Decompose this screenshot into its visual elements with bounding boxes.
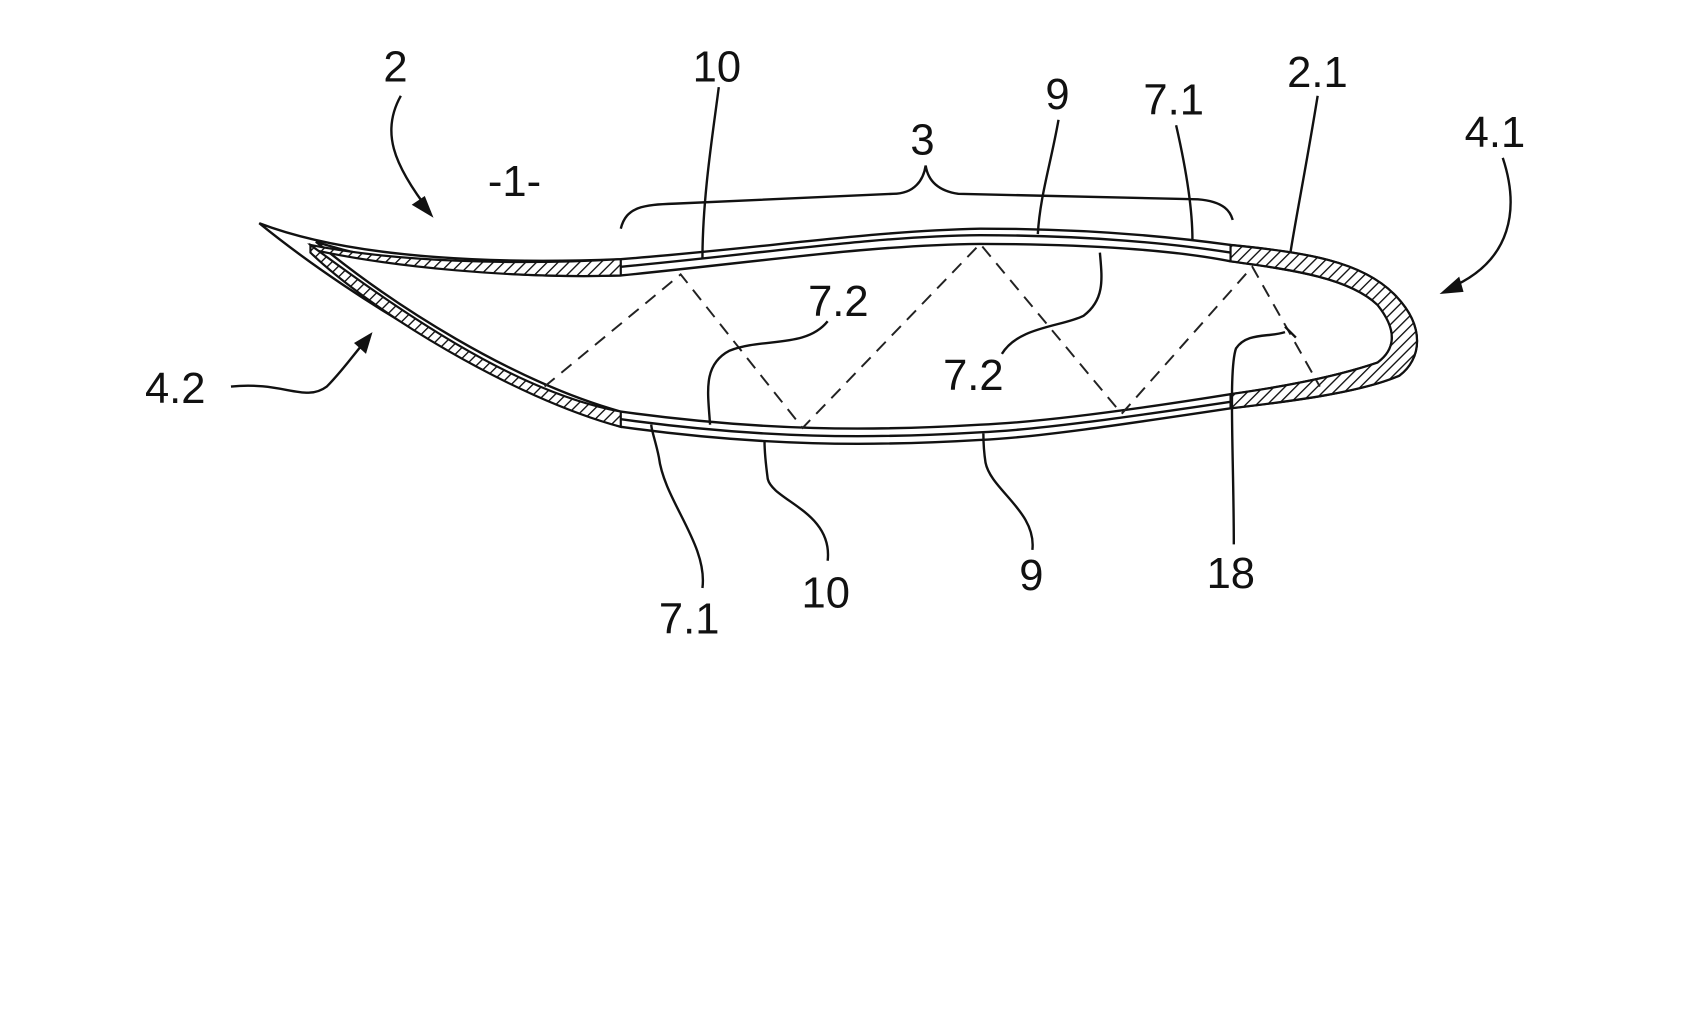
arrow-4-2: [230, 336, 370, 394]
label-2: 2: [383, 44, 407, 92]
label-10-upper: 10: [693, 44, 741, 92]
leader-2-1: [1289, 95, 1319, 253]
leader-10-upper: [701, 86, 720, 260]
leader-7-2-left: [706, 320, 829, 425]
leader-18: [1230, 330, 1286, 545]
web-18-line: [1284, 325, 1297, 339]
label-10-lower: 10: [802, 570, 850, 618]
brace-3: [619, 165, 1234, 229]
label-7-1-upper: 7.1: [1143, 76, 1204, 124]
label-9-lower: 9: [1019, 552, 1043, 600]
label-9-upper: 9: [1045, 71, 1069, 119]
lower-cover-strip: [620, 400, 1231, 438]
leader-10-lower: [763, 440, 829, 561]
leader-7-1-lower: [650, 424, 705, 589]
leader-7-2-right: [1000, 252, 1103, 355]
leader-7-1-upper: [1174, 124, 1194, 240]
label-7-2-right: 7.2: [943, 352, 1004, 400]
trailing-upper-hatch: [307, 243, 622, 278]
leader-9-lower: [982, 433, 1034, 551]
label-7-1-lower: 7.1: [659, 596, 720, 644]
label-figure-number: -1-: [488, 158, 541, 206]
label-7-2-left: 7.2: [808, 278, 869, 326]
label-4-2: 4.2: [145, 365, 206, 413]
arrow-2: [390, 95, 432, 214]
label-2-1: 2.1: [1287, 49, 1348, 97]
label-3: 3: [910, 117, 934, 165]
arrow-4-1: [1447, 157, 1512, 290]
leader-9-upper: [1036, 119, 1060, 235]
arrow-4-2-head: [354, 332, 373, 354]
label-4-1: 4.1: [1465, 109, 1526, 157]
arrow-4-1-head: [1439, 276, 1464, 294]
nose-hatch: [1229, 243, 1418, 410]
label-18: 18: [1207, 550, 1255, 598]
trailing-lower-hatch: [309, 242, 622, 429]
dashed-truss: [543, 242, 1321, 430]
upper-cover-strip: [620, 233, 1231, 268]
arrow-2-head: [411, 195, 434, 218]
